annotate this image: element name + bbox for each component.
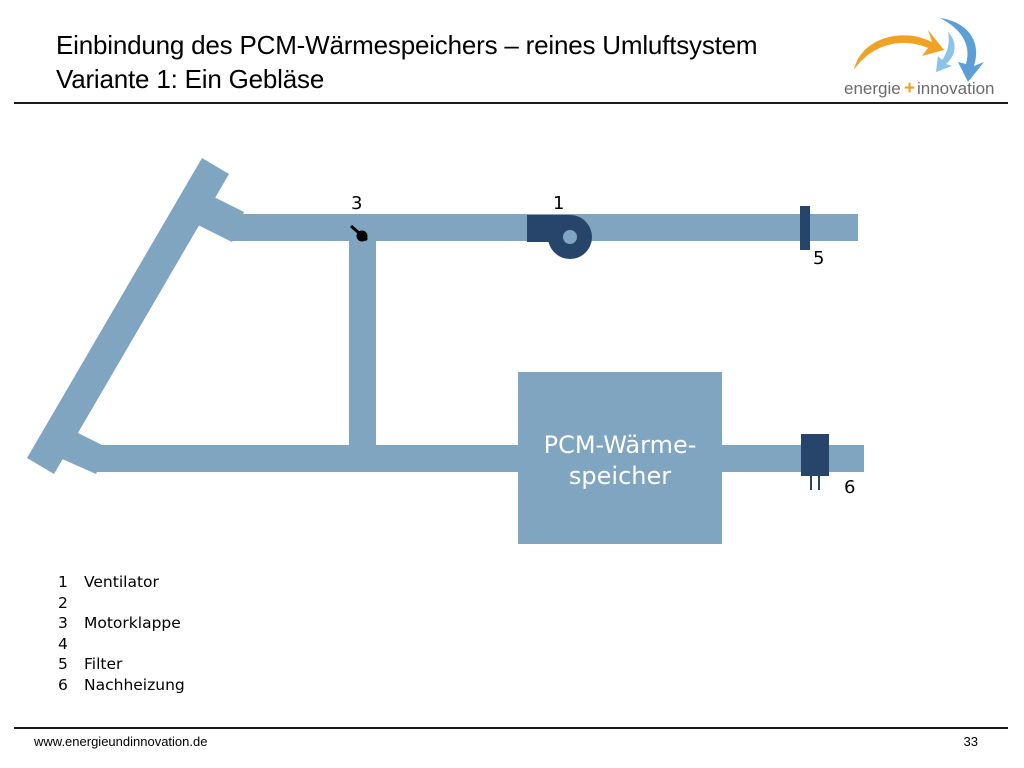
legend-label: Nachheizung <box>84 675 185 694</box>
logo-text-right: innovation <box>917 79 995 98</box>
legend-number: 5 <box>58 655 68 674</box>
legend-label: Ventilator <box>84 573 159 591</box>
marker-6: 6 <box>844 477 855 498</box>
reheater-icon <box>801 434 829 490</box>
motor-damper-icon <box>350 224 368 242</box>
footer-divider <box>14 727 1008 729</box>
pcm-storage-block <box>518 372 722 544</box>
legend-label: Motorklappe <box>84 614 181 633</box>
legend-row: 6 Nachheizung <box>58 675 185 696</box>
logo-text-plus: + <box>904 78 915 99</box>
legend-row: 3 Motorklappe <box>58 613 185 634</box>
legend-label: Filter <box>84 655 123 674</box>
logo-text-left: energie <box>844 79 901 98</box>
diagonal-duct <box>27 158 229 474</box>
page-number: 33 <box>963 734 978 749</box>
legend-number: 2 <box>58 593 68 612</box>
energie-innovation-logo: energie + innovation <box>844 18 995 99</box>
filter-icon <box>800 206 810 250</box>
logo-blue-swoosh-2 <box>936 32 955 72</box>
legend-number: 1 <box>58 573 68 591</box>
legend-row: 2 <box>58 593 185 614</box>
bypass-duct <box>349 228 376 456</box>
slide-title-line-1: Einbindung des PCM-Wärmespeichers – rein… <box>56 30 758 60</box>
duct-network <box>27 158 864 474</box>
header-divider <box>14 102 1008 104</box>
pcm-storage-label-line1: PCM-Wärme- <box>544 431 697 459</box>
pcm-storage-label-line2: speicher <box>569 462 671 490</box>
logo-blue-swoosh <box>940 18 984 82</box>
footer-url[interactable]: www.energieundinnovation.de <box>34 734 208 749</box>
legend-number: 4 <box>58 634 68 653</box>
marker-3: 3 <box>351 193 362 214</box>
fan-icon <box>527 215 592 259</box>
marker-1: 1 <box>553 193 564 214</box>
logo-orange-swoosh <box>854 30 944 70</box>
legend-number: 6 <box>58 675 68 694</box>
marker-5: 5 <box>813 248 824 269</box>
lower-duct <box>92 445 864 472</box>
component-legend: 1 Ventilator 2 3 Motorklappe 4 5 Filter 6 Na… <box>58 572 185 696</box>
slide-title-line-2: Variante 1: Ein Gebläse <box>56 64 325 94</box>
legend-row: 1 Ventilator <box>58 572 185 593</box>
legend-row: 5 Filter <box>58 654 185 675</box>
legend-number: 3 <box>58 614 68 633</box>
legend-row: 4 <box>58 634 185 655</box>
